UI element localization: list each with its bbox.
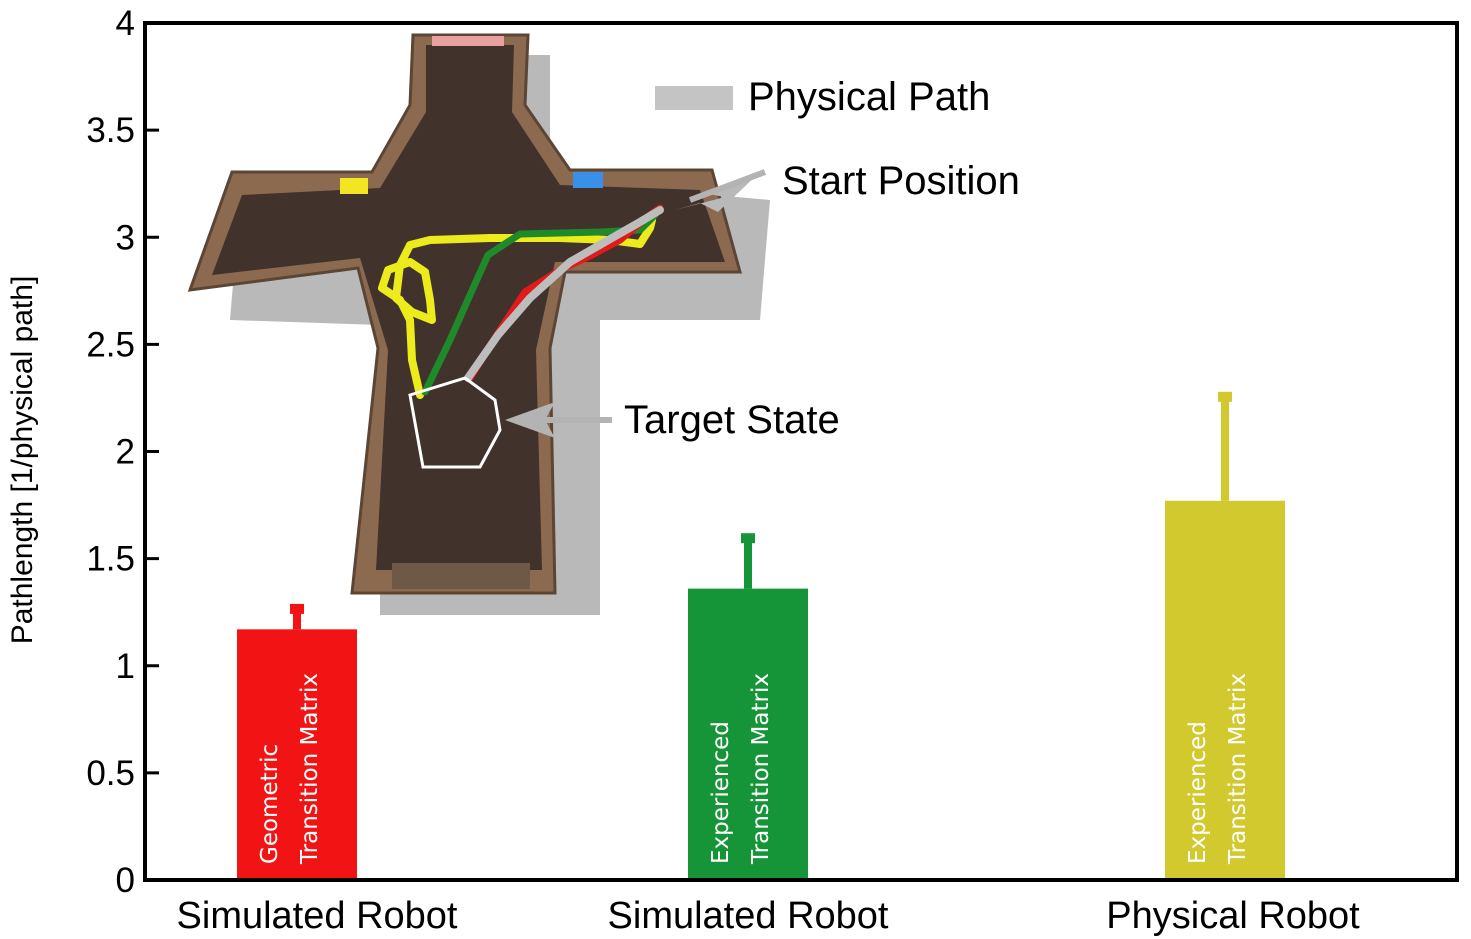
y-tick-label: 1.5 xyxy=(86,540,135,579)
annotations: Physical Path Start Position Target Stat… xyxy=(505,75,1020,442)
bar-text-1-line-1: Geometric xyxy=(257,744,283,864)
bar-text-2-line-2: Transition Matrix xyxy=(748,673,774,865)
bar-text-3-line-2: Transition Matrix xyxy=(1225,673,1251,865)
bar-3 xyxy=(1165,500,1285,880)
bar-text-layer: Geometric Transition Matrix Experienced Tra… xyxy=(257,673,1251,865)
arena-bottom-wall xyxy=(392,563,530,589)
x-axis: Simulated Robot Simulated Robot Physical R… xyxy=(177,895,1361,937)
error-bar-cap-1 xyxy=(290,603,304,614)
error-bars-layer xyxy=(290,391,1232,630)
arena-red-end-marker xyxy=(432,36,504,46)
legend-label-physical-path: Physical Path xyxy=(748,75,990,119)
x-category-label: Simulated Robot xyxy=(177,895,458,937)
bar-text-2-line-1: Experienced xyxy=(708,721,734,864)
bar-text-3-line-1: Experienced xyxy=(1185,721,1211,864)
y-tick-label: 3.5 xyxy=(86,111,135,150)
target-state-region xyxy=(408,376,502,469)
target-state-arrowhead xyxy=(505,402,555,438)
path-yellow xyxy=(378,216,656,399)
y-tick-label: 1 xyxy=(116,647,135,686)
arena-photo-inset xyxy=(187,33,770,615)
bars-layer xyxy=(237,500,1285,880)
bar-text-1-line-2: Transition Matrix xyxy=(297,673,323,865)
bar-1 xyxy=(237,629,357,880)
arena-blue-marker xyxy=(573,172,603,188)
x-category-label: Physical Robot xyxy=(1106,895,1360,937)
y-tick-label: 3 xyxy=(116,218,135,257)
start-position-arrow-line xyxy=(688,169,767,203)
y-axis-label: Pathlength [1/physical path] xyxy=(6,276,39,645)
y-tick-label: 2 xyxy=(116,433,135,472)
y-tick-label: 0.5 xyxy=(86,754,135,793)
x-category-label: Simulated Robot xyxy=(608,895,889,937)
bar-2 xyxy=(688,588,808,880)
error-bar-cap-2 xyxy=(741,533,755,544)
arena-floor xyxy=(212,45,725,570)
arena-yellow-marker xyxy=(340,178,368,194)
legend-swatch-physical-path xyxy=(655,86,733,110)
y-axis: 0 0.5 1 1.5 2 2.5 3 3.5 4 xyxy=(86,4,159,900)
y-tick-label: 4 xyxy=(116,4,135,43)
target-state-label: Target State xyxy=(624,398,840,442)
path-gray xyxy=(464,206,664,382)
y-tick-label: 2.5 xyxy=(86,325,135,364)
y-tick-label: 0 xyxy=(116,861,135,900)
error-bar-cap-3 xyxy=(1218,391,1232,402)
start-position-label: Start Position xyxy=(782,159,1020,203)
